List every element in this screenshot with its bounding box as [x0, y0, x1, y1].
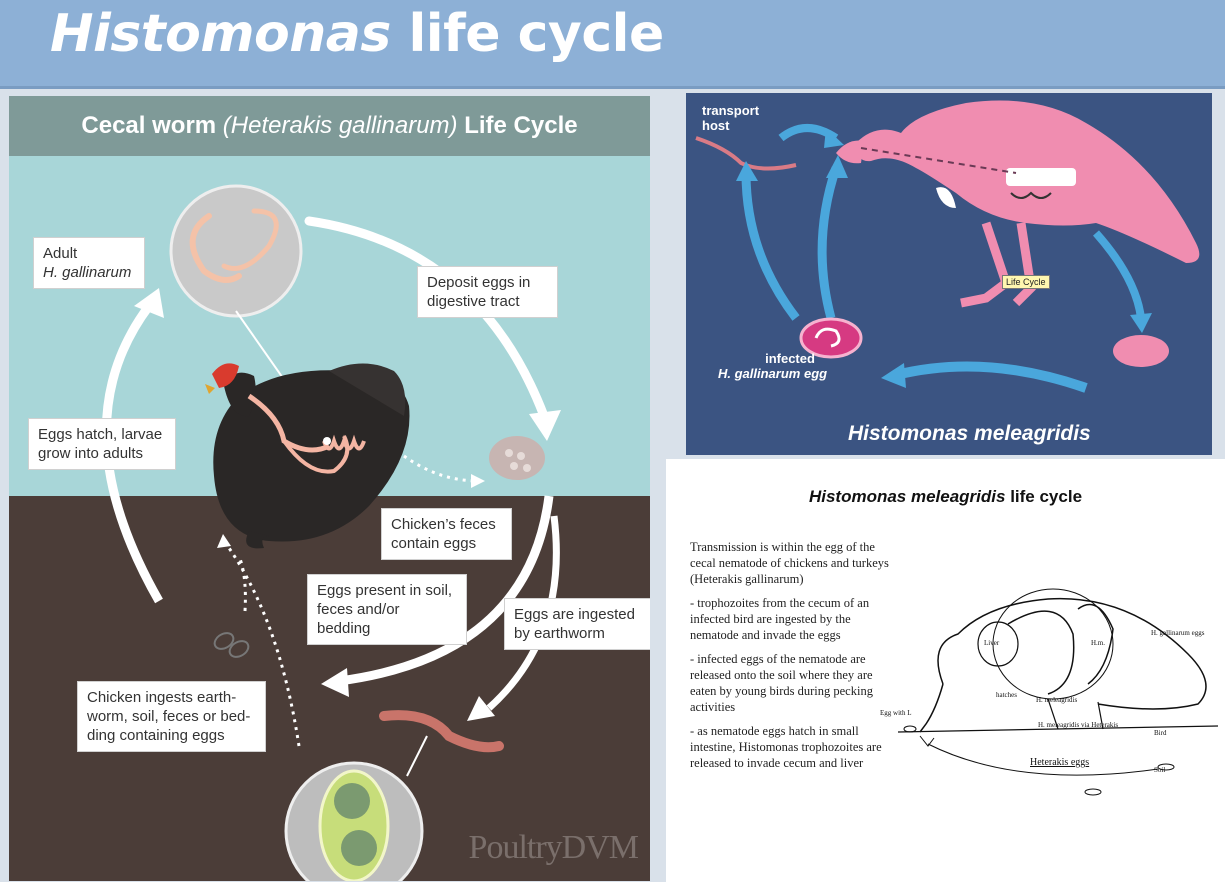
doc-paragraph-1: Transmission is within the egg of the ce…	[690, 540, 889, 586]
arrowhead-deposit	[529, 410, 561, 441]
cecal-panel-header: Cecal worm (Heterakis gallinarum) Life C…	[9, 96, 650, 156]
cecal-header-post: Life Cycle	[457, 112, 578, 139]
label-eggs-ingested: Eggs are ingested by earthworm	[504, 598, 650, 650]
cecal-header-species: (Heterakis gallinarum)	[222, 112, 458, 139]
doc-paragraph-2: - trophozoites from the cecum of an infe…	[690, 596, 870, 642]
sketch-hm-mid-label: H. meleagridis	[1036, 696, 1078, 704]
arrow-egg-to-transport	[741, 172, 800, 321]
label-chicken-ingests: Chicken ingests earth-worm, soil, feces …	[77, 681, 266, 752]
arrow-egg-to-turkey	[817, 166, 841, 320]
doc-title: Histomonas meleagridis life cycle	[666, 487, 1225, 507]
adult-worm-circle	[169, 184, 303, 318]
label-eggs-hatch: Eggs hatch, larvae grow into adults	[28, 418, 176, 470]
ground-egg-1	[213, 632, 235, 650]
infected-egg-label: H. gallinarum egg	[718, 366, 828, 381]
sketch-hatches-label: hatches	[996, 691, 1017, 699]
sketch-liver-label: Liver	[984, 639, 1000, 647]
plain-egg	[1113, 335, 1169, 367]
feces-blob	[489, 436, 545, 480]
label-eggs-present: Eggs present in soil, feces and/or beddi…	[307, 574, 467, 645]
label-adult-title: Adult	[43, 245, 78, 262]
sketch-soil-label: Soil	[1154, 766, 1166, 774]
doc-title-italic: Histomonas meleagridis	[808, 487, 1006, 506]
histomonas-document-panel: Histomonas meleagridis life cycle Transm…	[666, 459, 1225, 882]
turkey-cycle-illustration	[695, 100, 1200, 393]
life-cycle-tag: Life Cycle	[1002, 275, 1050, 289]
earthworm	[379, 710, 504, 753]
infected-egg	[799, 317, 863, 359]
arrowhead-soil	[321, 668, 349, 697]
cecal-worm-life-cycle-panel: Cecal worm (Heterakis gallinarum) Life C…	[9, 96, 650, 881]
label-chicken-feces: Chicken’s feces contain eggs	[381, 508, 512, 560]
bird-sketch-diagram	[898, 588, 1218, 796]
sketch-egg-with-label: Egg with L	[880, 709, 912, 717]
infected-label: infected	[765, 351, 815, 366]
histomonas-panel-title: Histomonas meleagridis	[848, 422, 1091, 445]
transport-host-label: transport host	[702, 103, 760, 133]
label-deposit-eggs: Deposit eggs in digestive tract	[417, 266, 558, 318]
sketch-hg-eggs-label: H. gallinarum eggs	[1151, 629, 1205, 637]
ground-egg-2	[228, 640, 250, 658]
slide-title-bar: Histomonas life cycle	[0, 0, 1225, 89]
slide-title: Histomonas life cycle	[50, 4, 664, 64]
cecal-cycle-illustration	[101, 184, 561, 881]
arrowhead-adult	[134, 288, 164, 318]
sketch-hm-via-label: H. meleagridis via Heterakis	[1038, 721, 1119, 729]
doc-title-rest: life cycle	[1005, 487, 1083, 506]
sketch-heterakis-eggs-label: Heterakis eggs	[1030, 757, 1090, 768]
transport-host-worm	[695, 136, 797, 171]
arrowhead-earthworm	[467, 696, 495, 721]
poultrydvm-watermark: PoultryDVM	[468, 829, 639, 866]
slide-title-genus: Histomonas	[50, 4, 391, 64]
arrow-feces-to-soil	[338, 495, 554, 686]
dotted-arrow-to-feces	[403, 454, 480, 483]
sketch-bird-label: Bird	[1154, 729, 1167, 737]
arrow-egg-to-infected	[894, 361, 1088, 393]
cecal-header-pre: Cecal worm	[81, 112, 223, 139]
turkey-illustration	[836, 100, 1200, 308]
doc-paragraph-3: - infected eggs of the nematode are rele…	[690, 652, 873, 714]
label-adult: Adult H. gallinarum	[33, 237, 145, 289]
slide-title-rest: life cycle	[390, 4, 664, 64]
doc-text-column: Transmission is within the egg of the ce…	[690, 539, 890, 779]
sketch-hm-label: H.m.	[1091, 639, 1105, 647]
arrow-turkey-to-egg	[1093, 230, 1145, 319]
histomonas-meleagridis-panel: transport host Life Cycle infected H. ga…	[686, 93, 1212, 455]
label-adult-species: H. gallinarum	[43, 264, 132, 281]
chicken-illustration	[205, 363, 410, 549]
doc-paragraph-4: - as nematode eggs hatch in small intest…	[690, 724, 882, 770]
